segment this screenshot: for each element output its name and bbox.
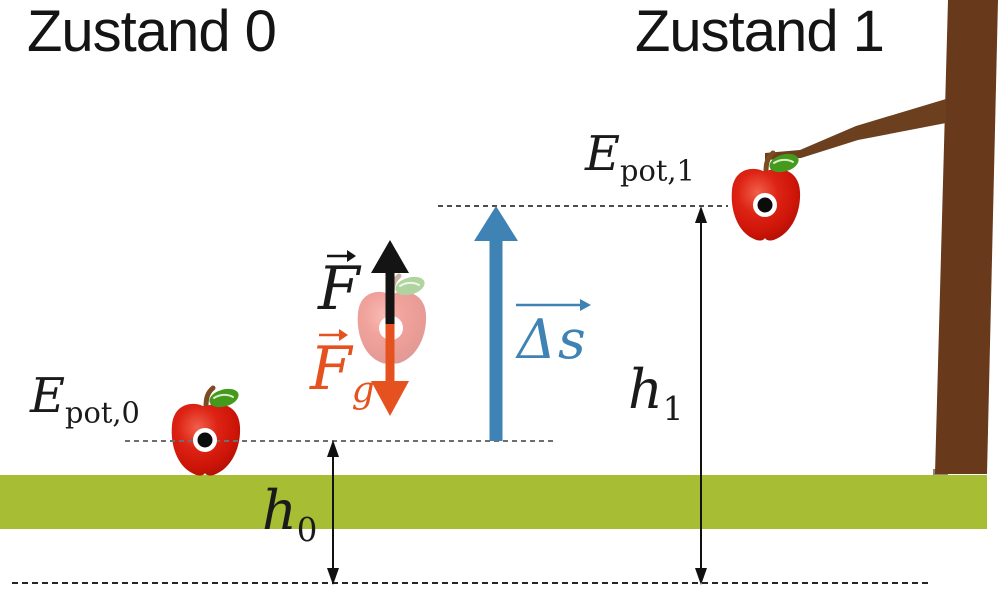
gravity-label: Fg <box>310 334 375 411</box>
h1-label: h1 <box>628 358 684 428</box>
force-vector-hat-icon <box>327 250 356 262</box>
tree-trunk <box>935 0 998 474</box>
apple0-center-dot <box>197 432 213 448</box>
gravity-arrow <box>371 324 409 416</box>
ground-strip <box>0 475 987 529</box>
displacement-label: Δs <box>517 308 588 371</box>
title-state-1: Zustand 1 <box>635 0 885 64</box>
epot1-label: Epot,1 <box>585 126 695 188</box>
force-arrow <box>371 240 409 330</box>
tree-branch <box>765 99 946 160</box>
displacement-arrow <box>474 206 518 441</box>
force-label: F <box>318 254 360 324</box>
title-state-0: Zustand 0 <box>27 0 277 64</box>
displacement-vector-hat-icon <box>516 299 591 311</box>
epot0-label: Epot,0 <box>30 368 140 430</box>
apple1-center-dot <box>757 197 773 213</box>
h1-arrow <box>695 206 707 585</box>
gravity-vector-hat-icon <box>319 329 348 341</box>
h0-label: h0 <box>262 479 318 549</box>
h0-arrow <box>327 440 339 585</box>
